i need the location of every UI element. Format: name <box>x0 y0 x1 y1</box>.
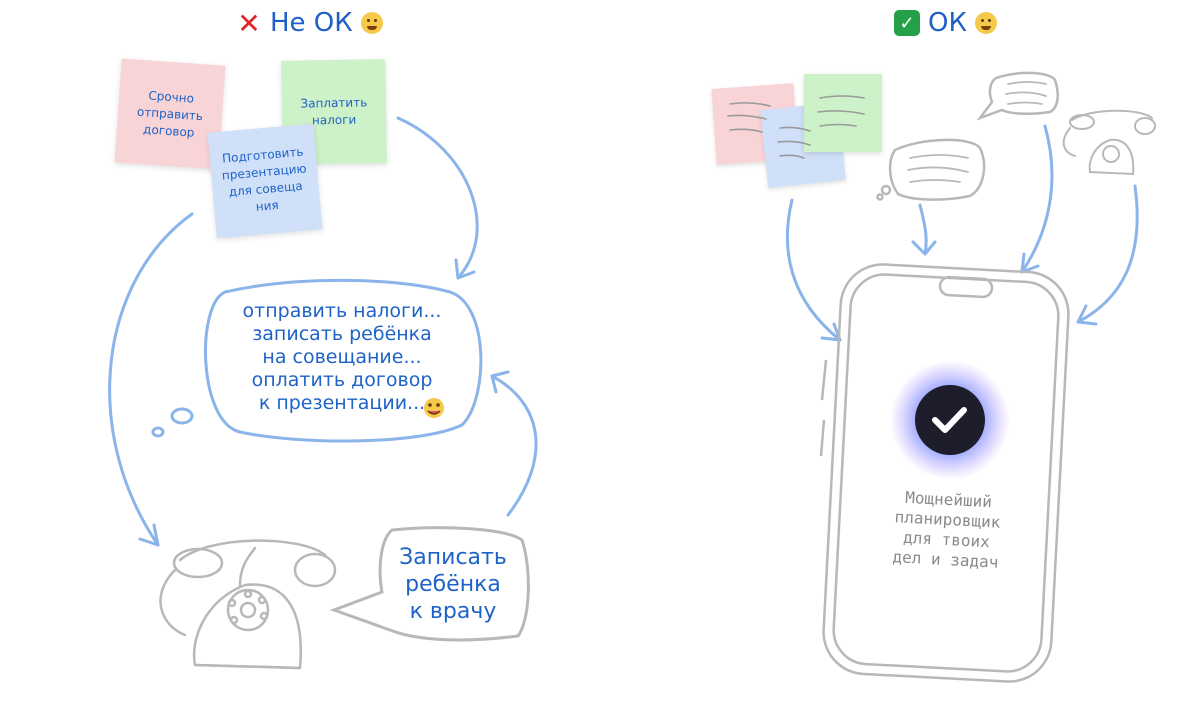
note-prepare-presentation: Подготовить презентацию для совеща ния <box>221 144 308 214</box>
arrow-notes-to-phone-right <box>785 198 842 342</box>
silly-face-emoji-icon <box>424 398 444 418</box>
thought-line-3: на совещание... <box>262 346 422 368</box>
check-mark-icon: ✓ <box>894 10 920 36</box>
starstruck-face-emoji-icon <box>974 12 997 34</box>
speech-line-3: к врачу <box>409 599 497 624</box>
right-heading-text: ОК <box>928 8 967 38</box>
right-arrows <box>785 124 1139 342</box>
right-heading: ✓ ОК <box>894 8 997 38</box>
arrow-speech-to-thought <box>490 374 538 517</box>
speech-bubble-text: Записать ребёнка к врачу <box>388 544 518 625</box>
sticky-note-blue: Подготовить презентацию для совеща ния <box>207 123 323 239</box>
right-bubbles <box>876 71 1059 201</box>
cross-mark-icon: ✕ <box>237 6 261 40</box>
thought-bubble <box>151 278 483 443</box>
speech-bubble <box>329 526 530 642</box>
speech-line-1: Записать <box>399 545 507 570</box>
left-heading-text: Не ОК <box>270 8 353 38</box>
thought-line-2: записать ребёнка <box>252 323 432 345</box>
telephone-icon <box>159 539 337 670</box>
right-thought-bubble <box>888 138 986 201</box>
thought-line-5: к презентации... <box>258 392 426 414</box>
smartphone-icon <box>819 263 1070 683</box>
phone-caption: Мощнейший планировщик для твоих дел и за… <box>860 486 1034 575</box>
thought-bubble-text: отправить налоги... записать ребёнка на … <box>222 300 462 415</box>
left-heading: ✕ Не ОК <box>236 6 383 40</box>
left-arrows <box>108 116 538 547</box>
arrow-notes-to-thought <box>396 116 479 280</box>
arrow-thought-to-phone <box>918 203 928 256</box>
small-telephone-icon <box>1062 109 1156 176</box>
thought-line-1: отправить налоги... <box>242 300 442 322</box>
right-speech-bubble <box>976 71 1059 121</box>
speech-line-2: ребёнка <box>405 572 501 597</box>
arrow-speech-to-phone-right <box>1020 124 1054 274</box>
tired-face-emoji-icon <box>360 12 383 34</box>
arrow-notes-to-phone <box>108 212 194 547</box>
check-circle-icon <box>890 360 1010 480</box>
arrow-telephone-to-phone <box>1076 184 1139 324</box>
thought-line-4: оплатить договор <box>251 369 433 391</box>
right-sticky-note-green <box>804 74 882 152</box>
